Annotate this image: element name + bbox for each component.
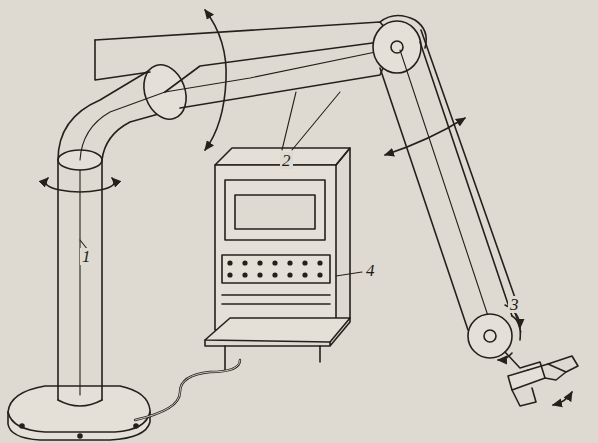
callout-number: 4 — [364, 262, 377, 279]
callout-number: 3 — [508, 296, 521, 313]
callout-number: 1 — [80, 248, 93, 265]
callout-number: 2 — [280, 152, 293, 169]
